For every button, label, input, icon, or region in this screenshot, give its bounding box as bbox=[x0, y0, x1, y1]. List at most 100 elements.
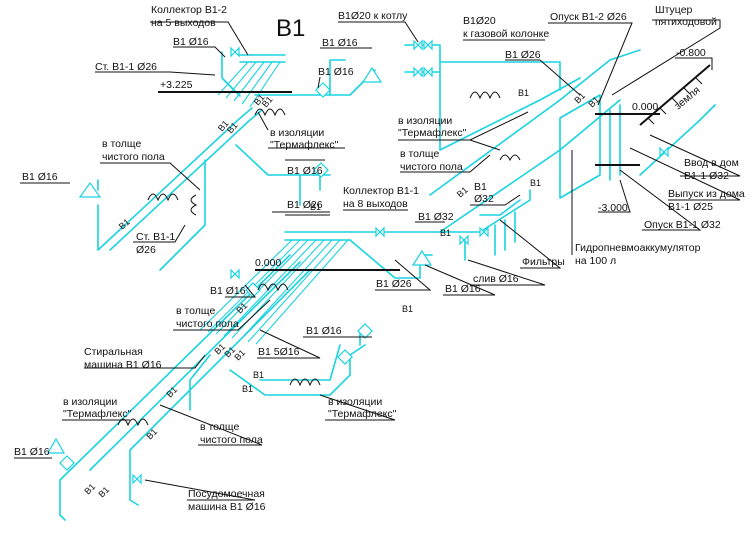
valve-icon bbox=[423, 66, 433, 78]
pipe-filters bbox=[479, 199, 521, 256]
label-izol-mid: в изоляции bbox=[398, 115, 452, 127]
label-b1-16-bottom: В1 Ø16 bbox=[14, 446, 50, 458]
valve-icon bbox=[659, 146, 669, 158]
valve-icon bbox=[479, 226, 489, 238]
insulation-mark bbox=[190, 194, 198, 216]
label-izol-top-b: "Термафлекс" bbox=[270, 139, 339, 151]
pipe-tag: В1 bbox=[586, 95, 601, 110]
leader-line bbox=[611, 19, 721, 96]
pipe-st-b11-upper bbox=[159, 159, 206, 271]
mixer-icon bbox=[313, 162, 329, 178]
mixer-icon bbox=[357, 323, 373, 339]
label-opusk-b11: Опуск В1-1 Ø32 bbox=[644, 219, 721, 231]
pipe-tag: В1 bbox=[164, 385, 179, 400]
label-kollektor-b11-outputs: на 8 выходов bbox=[343, 198, 408, 210]
valve-icon bbox=[230, 268, 240, 280]
leader-line bbox=[619, 169, 702, 231]
label-stiralka-b: машина В1 Ø16 bbox=[84, 359, 162, 371]
pipe-tag: В1 bbox=[310, 202, 321, 212]
insulation-mark bbox=[117, 418, 149, 427]
label-posuda-b: машина В1 Ø16 bbox=[188, 501, 266, 513]
valve-icon bbox=[413, 66, 423, 78]
label-b1-16-upper-right: В1 Ø16 bbox=[322, 37, 358, 49]
pipe-tag: В1 bbox=[518, 88, 529, 98]
tap-icon bbox=[361, 66, 383, 83]
pipe-tag: В1 bbox=[96, 485, 111, 500]
label-sliv: слив Ø16 bbox=[473, 273, 519, 285]
leader-line bbox=[375, 259, 432, 291]
label-izol-low-left-b: "Термафлекс" bbox=[63, 408, 132, 420]
ground-hatch-1 bbox=[647, 117, 655, 125]
label-gidroakkumulyator-b: на 100 л bbox=[575, 255, 616, 267]
label-tolshe-left: в толще bbox=[102, 138, 141, 150]
valve-icon bbox=[132, 473, 142, 485]
label-gidroakkumulyator: Гидропневмоаккумулятор bbox=[575, 242, 701, 254]
label-b1-26-top: В1 Ø26 bbox=[505, 49, 541, 61]
leader-line bbox=[338, 21, 419, 43]
pipe-stiralka bbox=[189, 354, 211, 411]
leader-line bbox=[150, 21, 249, 56]
leader-line bbox=[144, 479, 256, 501]
tap-icon bbox=[78, 181, 102, 198]
pipe-tag: В1 bbox=[455, 185, 470, 200]
label-elev-3000: -3.000 bbox=[598, 202, 628, 214]
pipe-upper-diagonal bbox=[97, 107, 253, 251]
tap-icon bbox=[46, 437, 66, 454]
label-shtucer: Штуцер bbox=[655, 4, 693, 16]
mixer-icon bbox=[59, 455, 75, 471]
label-tolshe-right: в толще bbox=[400, 148, 439, 160]
accumulator-body bbox=[559, 94, 601, 199]
leader-line bbox=[398, 111, 529, 151]
leader-line bbox=[225, 284, 257, 298]
mixer-icon bbox=[337, 349, 353, 365]
leader-line bbox=[173, 46, 226, 58]
ground-hatch-3 bbox=[671, 97, 679, 105]
leader-line bbox=[95, 71, 216, 76]
label-st-b11-26: Ст. В1-1 Ø26 bbox=[95, 61, 157, 73]
valve-icon bbox=[413, 39, 423, 51]
label-b1-16-left: В1 Ø16 bbox=[22, 171, 58, 183]
pipe-tag: В1 bbox=[82, 482, 97, 497]
leader-line bbox=[257, 111, 269, 131]
leader-line bbox=[598, 179, 631, 213]
leader-line bbox=[317, 76, 321, 89]
label-b1-16-mid: В1 Ø16 bbox=[287, 165, 323, 177]
ground-hatch-2 bbox=[659, 107, 667, 115]
diagram-title: В1 bbox=[276, 15, 305, 42]
label-izol-low-left: в изоляции bbox=[63, 396, 117, 408]
label-tolshe-left-b: чистого пола bbox=[102, 151, 165, 163]
devices bbox=[46, 66, 433, 471]
leader-line bbox=[100, 162, 201, 191]
label-b1-16-mid-left: В1 Ø16 bbox=[318, 66, 354, 78]
label-b1-5-16: В1 5Ø16 bbox=[258, 346, 300, 358]
valves bbox=[132, 39, 669, 485]
label-b1-26-mid: В1 Ø26 bbox=[287, 199, 323, 211]
label-vvod-b: В1-1 Ø32 bbox=[684, 170, 729, 182]
leader-line bbox=[629, 147, 741, 201]
pipe-lower-trunk-2 bbox=[89, 261, 301, 471]
label-vypusk: Выпуск из дома bbox=[668, 188, 745, 200]
label-shtucer-b: пятиходовой bbox=[655, 16, 717, 28]
label-b1-32: В1 bbox=[474, 181, 487, 193]
pipe-upper-diagonal-2 bbox=[109, 109, 263, 251]
pipe-opusk-b11 bbox=[609, 104, 621, 181]
pipe-b12-down bbox=[235, 144, 331, 176]
insulation-mark bbox=[257, 283, 289, 292]
label-b1-16-c: В1 Ø16 bbox=[306, 325, 342, 337]
valve-icon bbox=[459, 234, 469, 246]
leader-line bbox=[499, 219, 562, 269]
label-stiralka: Стиральная bbox=[84, 346, 143, 358]
leader-line bbox=[84, 354, 206, 369]
label-b1-32-right: В1 Ø32 bbox=[418, 211, 454, 223]
valve-icon bbox=[423, 39, 433, 51]
insulation-mark bbox=[254, 108, 286, 117]
label-b1-16-a: В1 Ø16 bbox=[210, 285, 246, 297]
tap-icon bbox=[411, 249, 433, 266]
leader-line bbox=[173, 299, 271, 331]
leader-line bbox=[649, 134, 741, 177]
ground-hatch-5 bbox=[695, 77, 703, 85]
leader-line bbox=[257, 329, 321, 359]
mixer-icon bbox=[245, 282, 261, 298]
label-st-b11: Ст. В1-1 bbox=[136, 231, 175, 243]
